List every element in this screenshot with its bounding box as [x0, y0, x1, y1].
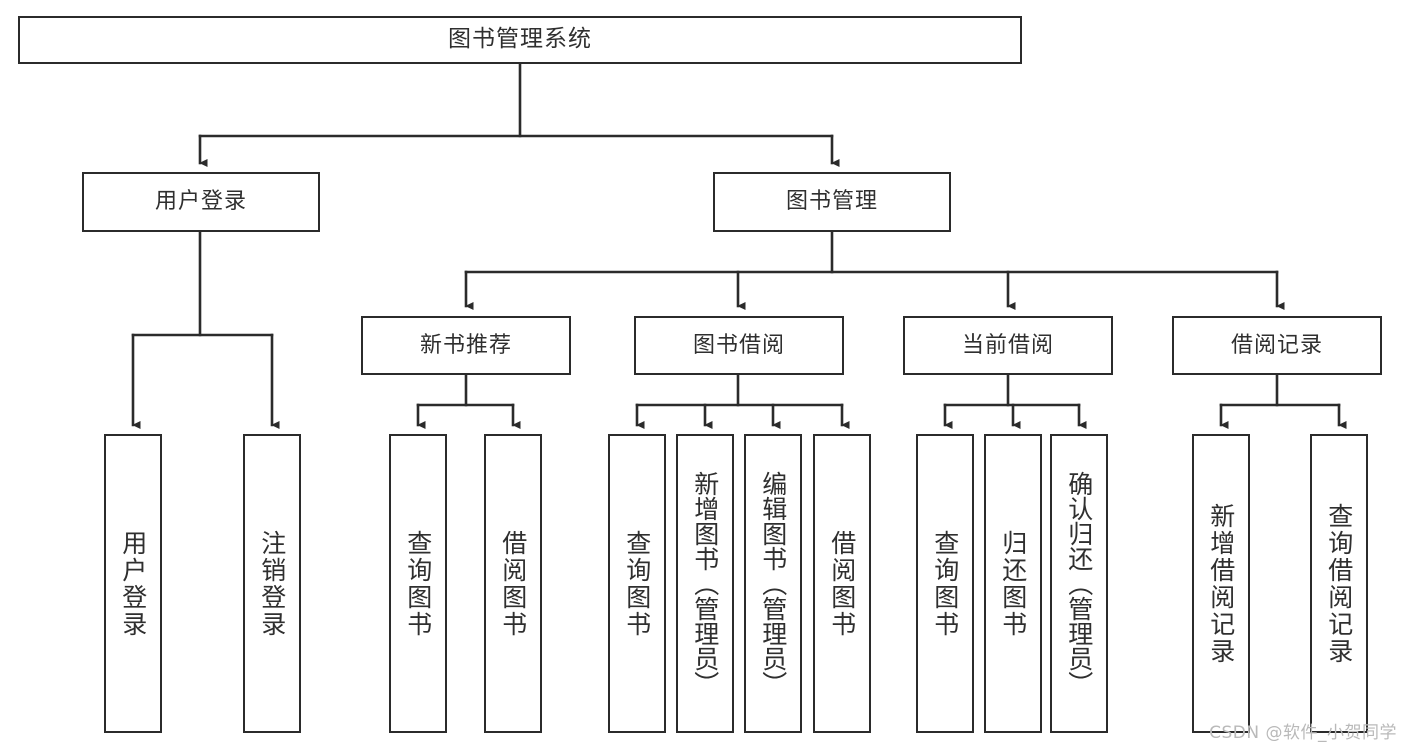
node-label: 新增借阅记录 — [1206, 502, 1236, 665]
leaf-return-book[interactable]: 归还图书 — [984, 434, 1042, 733]
node-label: 借阅图书 — [827, 529, 857, 638]
node-label: 编辑图书（管理员） — [758, 471, 788, 696]
leaf-borrow-book-1[interactable]: 借阅图书 — [484, 434, 542, 733]
node-root-system[interactable]: 图书管理系统 — [18, 16, 1022, 64]
node-label: 确认归还（管理员） — [1064, 471, 1094, 696]
node-label: 借阅记录 — [1230, 332, 1323, 358]
leaf-edit-book[interactable]: 编辑图书（管理员） — [744, 434, 802, 733]
node-borrow-record[interactable]: 借阅记录 — [1172, 316, 1382, 375]
node-label: 新增图书（管理员） — [690, 471, 720, 696]
node-label: 借阅图书 — [498, 529, 528, 638]
leaf-user-login[interactable]: 用户登录 — [104, 434, 162, 733]
node-book-borrow[interactable]: 图书借阅 — [634, 316, 844, 375]
leaf-add-borrow-record[interactable]: 新增借阅记录 — [1192, 434, 1250, 733]
leaf-query-book-3[interactable]: 查询图书 — [916, 434, 974, 733]
node-label: 查询图书 — [930, 529, 960, 638]
node-label: 图书管理系统 — [448, 26, 592, 53]
node-label: 注销登录 — [257, 529, 287, 638]
leaf-query-book-1[interactable]: 查询图书 — [389, 434, 447, 733]
leaf-confirm-return[interactable]: 确认归还（管理员） — [1050, 434, 1108, 733]
leaf-query-borrow-record[interactable]: 查询借阅记录 — [1310, 434, 1368, 733]
node-label: 查询图书 — [622, 529, 652, 638]
node-label: 查询借阅记录 — [1324, 502, 1354, 665]
leaf-logout-login[interactable]: 注销登录 — [243, 434, 301, 733]
leaf-add-book[interactable]: 新增图书（管理员） — [676, 434, 734, 733]
leaf-query-book-2[interactable]: 查询图书 — [608, 434, 666, 733]
csdn-watermark: CSDN @软件_小贺同学 — [1209, 723, 1397, 743]
node-label: 用户登录 — [118, 529, 148, 638]
node-label: 图书借阅 — [692, 332, 785, 358]
node-new-book-recommend[interactable]: 新书推荐 — [361, 316, 571, 375]
node-current-borrow[interactable]: 当前借阅 — [903, 316, 1113, 375]
leaf-borrow-book-2[interactable]: 借阅图书 — [813, 434, 871, 733]
node-label: 用户登录 — [154, 189, 247, 215]
node-label: 图书管理 — [785, 189, 878, 215]
node-label: 新书推荐 — [419, 332, 512, 358]
node-label: 查询图书 — [403, 529, 433, 638]
node-label: 归还图书 — [998, 529, 1028, 638]
node-book-manage[interactable]: 图书管理 — [713, 172, 951, 232]
node-user-login[interactable]: 用户登录 — [82, 172, 320, 232]
node-label: 当前借阅 — [961, 332, 1054, 358]
